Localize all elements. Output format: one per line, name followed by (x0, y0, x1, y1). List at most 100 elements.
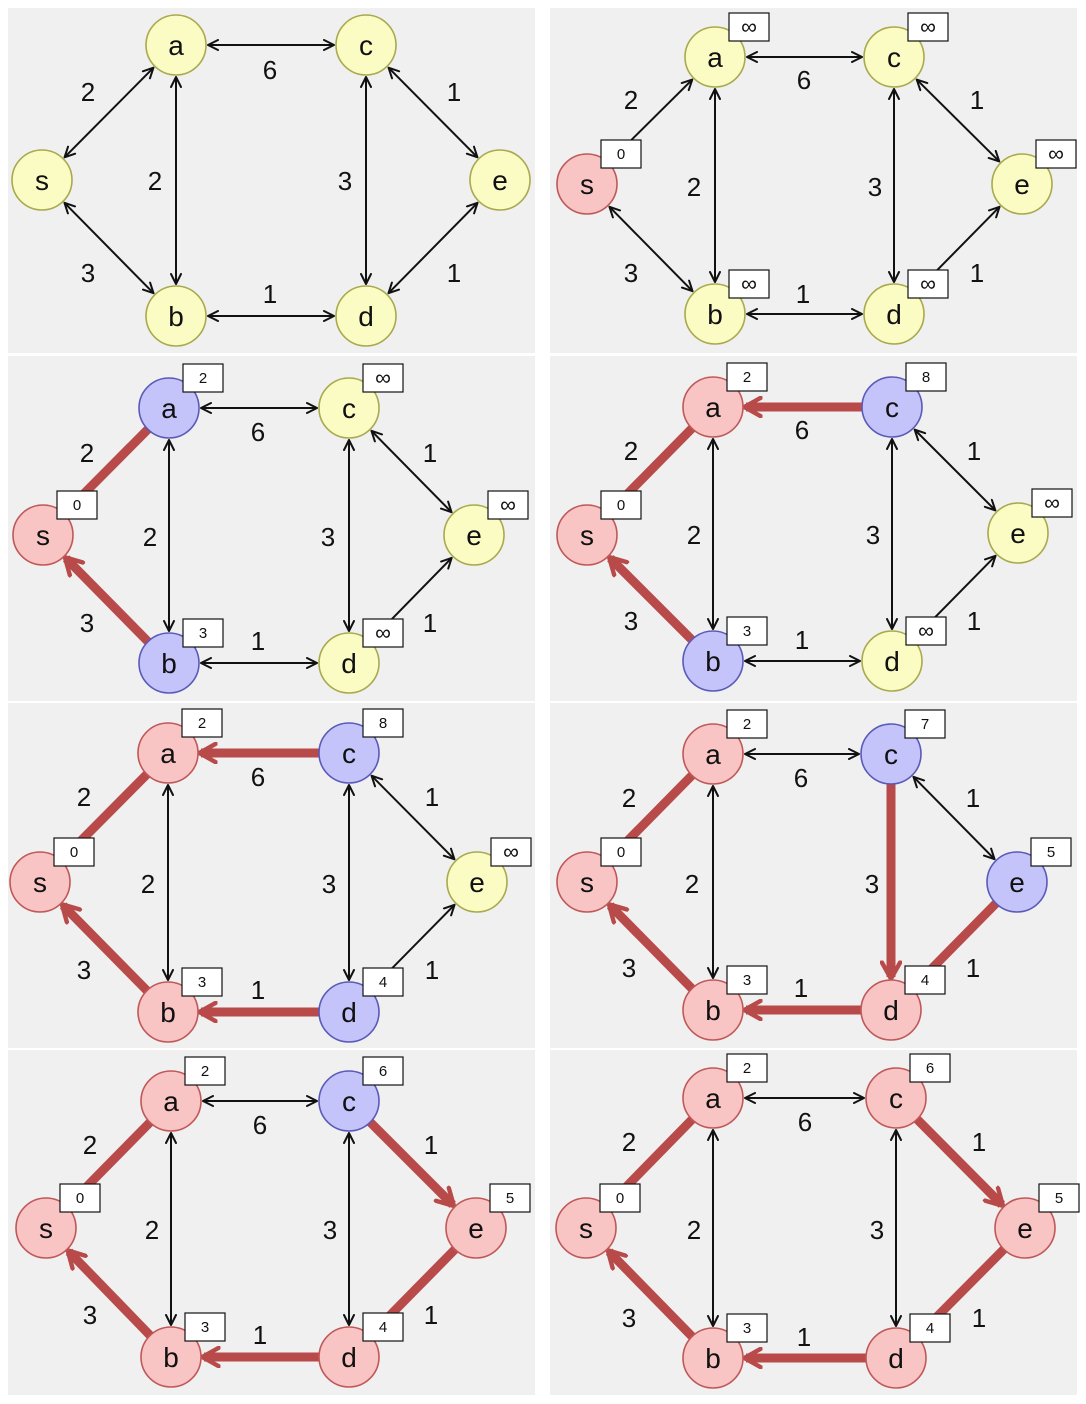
node-b: b (145, 285, 207, 347)
edge-weight-c-e: 1 (970, 85, 984, 115)
node-circle-e (994, 1197, 1056, 1259)
node-label-a: a (705, 1083, 721, 1114)
edge-weight-s-a: 2 (81, 77, 95, 107)
edge-weight-d-e: 1 (970, 258, 984, 288)
distance-value-s: 0 (617, 844, 625, 861)
edge-weight-s-b: 3 (622, 953, 636, 983)
node-c: c (335, 14, 397, 76)
node-label-a: a (161, 393, 177, 424)
node-e: e5 (994, 1183, 1080, 1259)
node-circle-a (145, 14, 207, 76)
distance-box-a: 2 (726, 362, 768, 392)
tree-edge-c-e (913, 1116, 1002, 1204)
edge-weight-a-b: 2 (687, 1215, 701, 1245)
distance-box-d: ∞ (362, 618, 404, 648)
tree-edge-b-s (610, 558, 695, 643)
distance-box-a: 2 (184, 1056, 226, 1086)
edge-weight-s-b: 3 (80, 608, 94, 638)
distance-value-s: 0 (617, 146, 625, 163)
node-circle-c (861, 376, 923, 438)
node-circle-a (682, 376, 744, 438)
distance-value-c: 8 (922, 369, 930, 386)
distance-value-c: ∞ (375, 365, 391, 390)
node-circle-s (556, 851, 618, 913)
edge-weight-a-b: 2 (685, 869, 699, 899)
node-circle-d (335, 285, 397, 347)
distance-box-c: ∞ (907, 12, 949, 42)
distance-value-a: 2 (198, 715, 206, 732)
edge-weight-a-b: 2 (141, 869, 155, 899)
node-label-b: b (707, 299, 723, 330)
node-circle-e (445, 1197, 507, 1259)
distance-box-e: ∞ (487, 490, 529, 520)
edge-weight-b-d: 1 (253, 1320, 267, 1350)
node-s: s0 (9, 837, 95, 913)
node-label-c: c (342, 393, 356, 424)
distance-box-a: 2 (181, 708, 223, 738)
node-d: d (335, 285, 397, 347)
node-d: d∞ (861, 616, 947, 692)
edge-weight-s-a: 2 (622, 1127, 636, 1157)
distance-value-a: 2 (199, 370, 207, 387)
distance-value-d: ∞ (375, 620, 391, 645)
edge-weight-s-b: 3 (624, 606, 638, 636)
node-circle-d (318, 632, 380, 694)
node-c: c7 (860, 709, 946, 785)
node-label-d: d (341, 648, 357, 679)
node-circle-e (986, 851, 1048, 913)
node-d: d4 (318, 967, 404, 1043)
distance-box-e: ∞ (490, 837, 532, 867)
node-label-d: d (888, 1343, 904, 1374)
edge-weight-b-d: 1 (795, 625, 809, 655)
distance-box-e: 5 (1038, 1183, 1080, 1213)
node-b: b3 (138, 618, 224, 694)
node-circle-b (137, 981, 199, 1043)
edge-weight-a-c: 6 (795, 415, 809, 445)
edge-c-e (370, 429, 453, 514)
distance-value-b: 3 (199, 625, 207, 642)
distance-box-d: ∞ (905, 616, 947, 646)
tree-edge-b-s (610, 906, 696, 992)
node-a: a2 (137, 708, 223, 784)
distance-value-s: 0 (76, 1190, 84, 1207)
edge-weight-b-d: 1 (797, 1322, 811, 1352)
node-d: d∞ (863, 269, 949, 345)
node-label-s: s (35, 165, 49, 196)
distance-value-s: 0 (73, 497, 81, 514)
distance-value-d: 4 (926, 1320, 934, 1337)
node-b: b3 (137, 967, 223, 1043)
tree-edge-b-s (609, 1252, 696, 1340)
distance-box-d: 4 (904, 965, 946, 995)
distance-box-a: 2 (726, 709, 768, 739)
distance-box-c: 6 (909, 1053, 951, 1083)
node-circle-d (861, 630, 923, 692)
edge-weight-c-d: 3 (323, 1215, 337, 1245)
node-a: a2 (682, 709, 768, 785)
node-a: a∞ (684, 12, 770, 88)
distance-value-d: ∞ (918, 618, 934, 643)
distance-value-b: 3 (198, 974, 206, 991)
node-label-b: b (160, 997, 176, 1028)
distance-value-c: 7 (921, 716, 929, 733)
distance-box-s: 0 (53, 837, 95, 867)
node-d: d4 (860, 965, 946, 1041)
node-circle-s (15, 1197, 77, 1259)
distance-value-c: 6 (926, 1060, 934, 1077)
distance-box-d: 4 (362, 1312, 404, 1342)
node-b: b3 (682, 1313, 768, 1389)
node-label-s: s (36, 520, 50, 551)
node-d: d∞ (318, 618, 404, 694)
distance-box-c: 6 (362, 1056, 404, 1086)
node-label-e: e (1010, 518, 1026, 549)
panel-background (550, 8, 1077, 353)
node-c: c8 (861, 362, 947, 438)
edge-c-e (370, 774, 456, 861)
node-circle-e (469, 149, 531, 211)
node-label-c: c (359, 30, 373, 61)
distance-value-d: ∞ (920, 271, 936, 296)
node-e: e (469, 149, 531, 211)
edge-weight-a-b: 2 (687, 520, 701, 550)
distance-value-d: 4 (379, 1319, 387, 1336)
node-a: a2 (682, 1053, 768, 1129)
distance-box-e: 5 (1030, 837, 1072, 867)
